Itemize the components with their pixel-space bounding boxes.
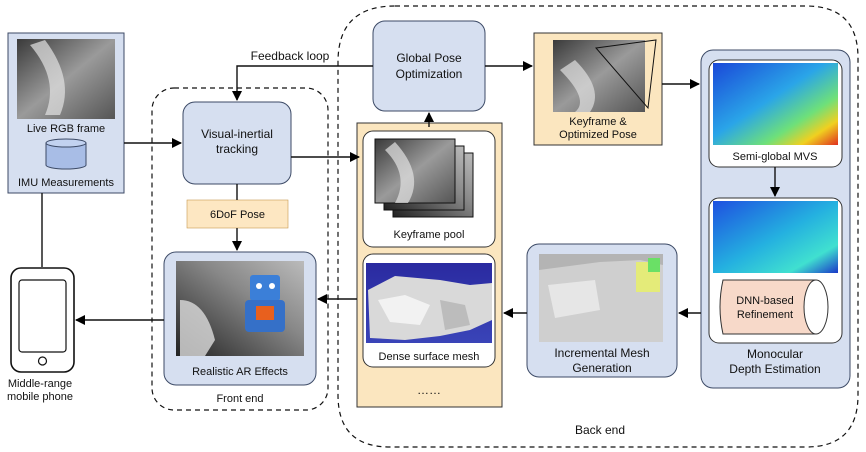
camera-frustum-icon <box>595 39 657 110</box>
vi-tracking-label-line1: Visual-inertial <box>201 127 273 141</box>
inc-mesh-label-line1: Incremental Mesh <box>554 346 649 360</box>
phone-label-line2: mobile phone <box>7 391 73 403</box>
inc-mesh-label-line2: Generation <box>572 361 631 375</box>
keyframe-stack-images <box>374 138 474 218</box>
dense-mesh-label: Dense surface mesh <box>379 351 480 363</box>
dnn-refinement-node <box>719 279 829 335</box>
global-pose-optimization-node <box>372 20 486 112</box>
kf-opt-label-line2: Optimized Pose <box>559 129 637 141</box>
dense-mesh-image <box>366 263 492 343</box>
mono-label-line2: Depth Estimation <box>729 362 820 376</box>
gpo-label-line2: Optimization <box>396 67 463 81</box>
mono-label-line1: Monocular <box>747 347 803 361</box>
back-end-label: Back end <box>575 423 625 437</box>
ar-effects-image <box>176 261 304 356</box>
semi-global-mvs-depth-image <box>713 63 838 145</box>
imu-label: IMU Measurements <box>18 177 114 189</box>
vi-tracking-label-line2: tracking <box>216 142 258 156</box>
gpo-label-line1: Global Pose <box>396 51 462 65</box>
imu-database-icon <box>45 138 87 170</box>
live-rgb-label: Live RGB frame <box>27 123 105 135</box>
kf-opt-label-line1: Keyframe & <box>569 116 627 128</box>
incremental-mesh-image <box>539 254 663 342</box>
back-end-region <box>337 5 859 448</box>
phone-icon <box>10 267 75 373</box>
6dof-pose-node <box>186 199 289 229</box>
6dof-pose-label: 6DoF Pose <box>210 209 265 221</box>
dnn-label-line1: DNN-based <box>736 295 793 307</box>
front-end-region <box>151 87 329 411</box>
arrow-feedback-loop <box>232 65 373 101</box>
feedback-loop-label: Feedback loop <box>251 49 330 63</box>
keyframe-pool-label: Keyframe pool <box>394 229 465 241</box>
ar-effects-label: Realistic AR Effects <box>192 366 288 378</box>
dnn-label-line2: Refinement <box>737 309 793 321</box>
live-rgb-image <box>17 39 115 119</box>
sg-mvs-label: Semi-global MVS <box>733 151 818 163</box>
ellipsis-label: …… <box>417 383 441 397</box>
refined-depth-image <box>713 201 838 273</box>
front-end-label: Front end <box>216 393 263 405</box>
phone-label-line1: Middle-range <box>8 378 72 390</box>
